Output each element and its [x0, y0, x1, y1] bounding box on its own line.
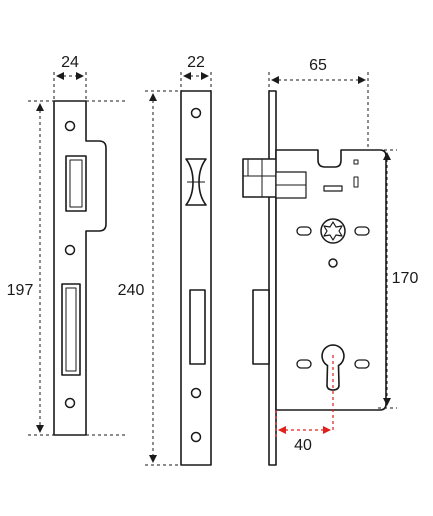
faceplate-screw-hole-middle	[190, 387, 202, 399]
case-indicator-mark-1	[353, 176, 359, 188]
case-depth-dimension: 65	[268, 57, 369, 150]
faceplate-width-dimension: 22	[180, 54, 212, 91]
faceplate-height-dimension: 240	[112, 90, 181, 466]
fixing-slot-left	[296, 226, 312, 236]
strike-width-label: 24	[61, 54, 79, 71]
strike-width-dimension: 24	[53, 54, 87, 101]
deadbolt	[252, 289, 270, 365]
case-height-label: 170	[392, 270, 419, 287]
backset-label: 40	[294, 437, 312, 454]
strike-plate	[53, 100, 107, 436]
strike-height-label: 197	[7, 282, 34, 299]
lock-forend	[268, 90, 277, 466]
faceplate	[180, 90, 212, 466]
case-screw-hole	[328, 258, 338, 268]
strike-screw-hole-top	[64, 120, 76, 132]
fixing-slot-lower-left	[296, 359, 312, 369]
fixing-slot-right	[354, 226, 370, 236]
strike-screw-hole-middle	[64, 244, 76, 256]
fixing-slot-lower-right	[354, 359, 370, 369]
strike-screw-hole-bottom	[64, 397, 76, 409]
case-height-dimension: 170	[378, 149, 428, 409]
case-indicator-slot	[323, 185, 343, 192]
backset-dimension: 40	[275, 355, 334, 454]
faceplate-screw-hole-bottom	[190, 431, 202, 443]
strike-latch-opening-inner	[69, 159, 83, 208]
case-indicator-mark-2	[353, 159, 359, 165]
follower-spindle-hole	[320, 218, 346, 244]
latch-bolt	[242, 158, 276, 198]
lock-body-side-view	[242, 90, 387, 466]
faceplate-width-label: 22	[187, 54, 205, 71]
faceplate-deadbolt-slot	[189, 289, 206, 365]
faceplate-height-label: 240	[118, 282, 145, 299]
case-depth-label: 65	[309, 57, 327, 74]
faceplate-screw-hole-top	[190, 107, 202, 119]
strike-height-dimension: 197	[3, 100, 127, 436]
strike-bolt-opening-inner	[65, 287, 77, 372]
